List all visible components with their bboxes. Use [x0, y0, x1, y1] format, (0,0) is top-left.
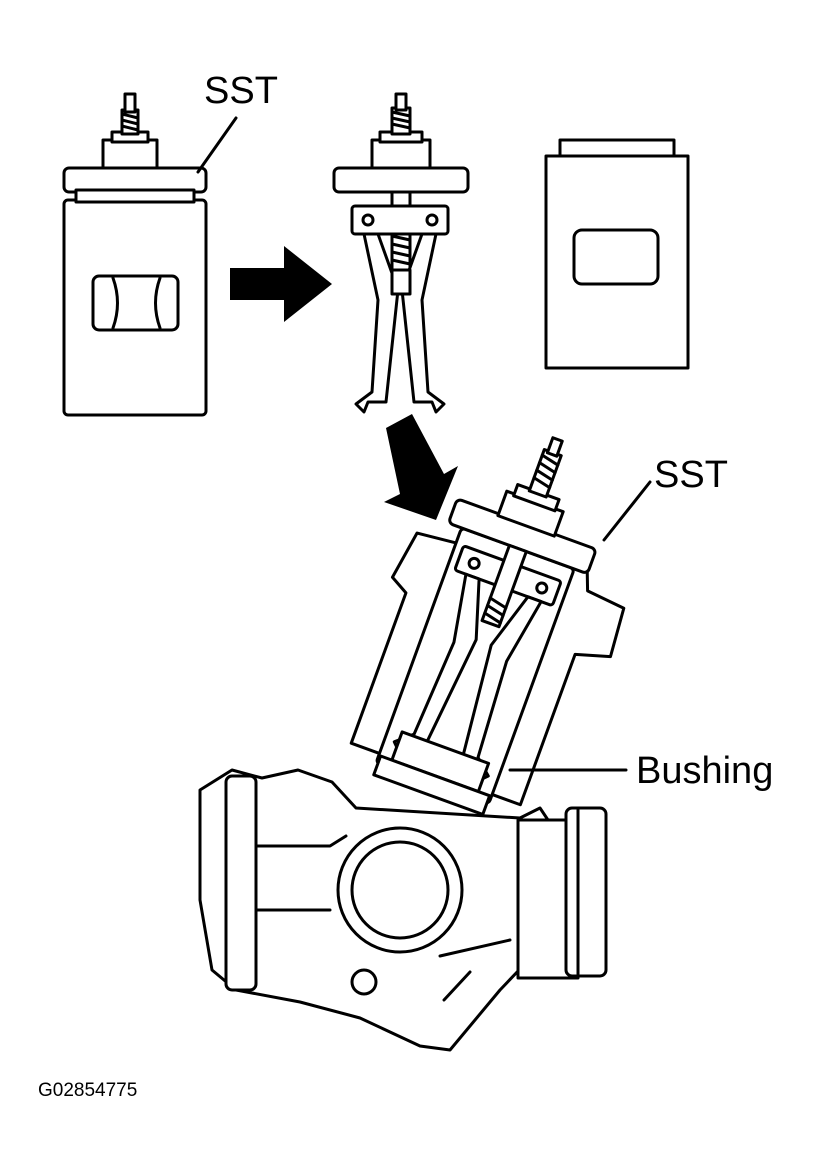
sst-cover-illustration	[544, 138, 690, 370]
sst-label-bottom: SST	[654, 454, 728, 496]
sst-label-top: SST	[204, 70, 278, 112]
sst-puller-illustration	[332, 92, 470, 414]
right-arrow	[230, 246, 332, 322]
down-arrow	[384, 414, 458, 520]
bushing-label: Bushing	[636, 750, 774, 792]
steering-gear-housing-illustration	[198, 436, 652, 1052]
figure-id: G02854775	[38, 1080, 138, 1101]
sst-assembled-illustration	[62, 92, 238, 417]
